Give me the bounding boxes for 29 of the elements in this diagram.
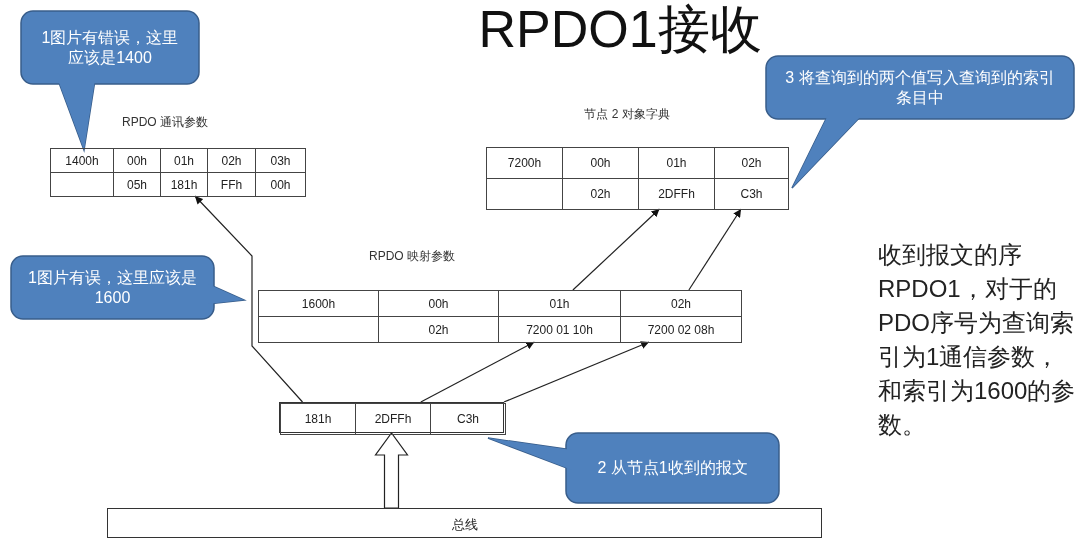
bus-bar: 总线 (107, 508, 822, 538)
table-cell: 1600h (258, 290, 379, 317)
message-frame (279, 402, 504, 433)
table-cell: 1400h (50, 148, 114, 173)
table-cell: 02h (714, 147, 789, 179)
title: RPDO1接收 (477, 0, 763, 58)
table-cell: C3h (430, 403, 506, 435)
arrow (688, 208, 742, 291)
table-cell: 7200 02 08h (620, 316, 742, 343)
table-cell (50, 172, 114, 197)
table-cell: 00h (255, 172, 306, 197)
table-cell (258, 316, 379, 343)
table-cell: 02h (620, 290, 742, 317)
table-cell: 181h (280, 403, 356, 435)
table-cell (486, 178, 563, 210)
hollow-arrow (374, 431, 409, 509)
paragraph: 收到报文的序RPDO1，对于的PDO序号为查询索引为1通信参数，和索引为1600的参数。 (878, 240, 1077, 440)
table-cell: C3h (714, 178, 789, 210)
callout: 3 将查询到的两个值写入查询到的索引条目中 (765, 55, 1075, 188)
table-cell: 2DFFh (355, 403, 431, 435)
table-heading: 节点 2 对象字典 (584, 106, 670, 123)
table-cell: 7200h (486, 147, 563, 179)
arrow (572, 208, 661, 291)
table-heading: RPDO 通讯参数 (122, 114, 208, 131)
arrow (503, 341, 650, 403)
table-cell: 03h (255, 148, 306, 173)
arrow (420, 341, 535, 403)
table-heading: RPDO 映射参数 (369, 248, 455, 265)
arrow (194, 195, 304, 403)
